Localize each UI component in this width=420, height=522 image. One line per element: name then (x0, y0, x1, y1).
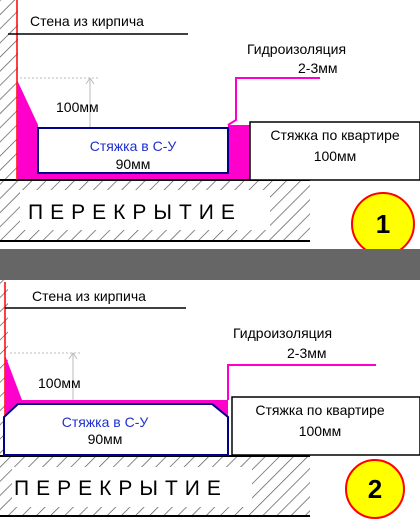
hydro-wall-fillet (17, 80, 38, 173)
hydro-label-2: 2-3мм (287, 345, 326, 361)
hydro-leader (227, 364, 376, 400)
bathroom-screed-label-1: Стяжка в С-У (62, 414, 149, 430)
wall-hatch (0, 0, 18, 180)
dim-label: 100мм (56, 99, 99, 115)
wall-label: Стена из кирпича (32, 288, 146, 304)
flat-screed (249, 121, 420, 181)
hydro-layer (17, 80, 268, 178)
bathroom-screed (3, 403, 229, 456)
flat-screed-label-1: Стяжка по квартире (270, 127, 400, 143)
panel-divider (0, 249, 420, 280)
panel-number: 1 (376, 209, 390, 239)
slab-label: ПЕРЕКРЫТИЕ (28, 201, 242, 224)
dim-label: 100мм (38, 375, 81, 391)
bathroom-screed-label-1: Стяжка в С-У (90, 138, 177, 154)
bathroom-screed-label-2: 90мм (116, 156, 151, 172)
wall-hatch (0, 280, 8, 455)
hydro-label-2: 2-3мм (298, 60, 337, 76)
panel-1: Стена из кирпича Гидроизоляция 2-3мм 100… (0, 0, 420, 256)
hydro-bottom (17, 173, 267, 179)
bathroom-screed-label-2: 90мм (88, 431, 123, 447)
bathroom-screed (37, 127, 229, 174)
panel-2: Стена из кирпича Гидроизоляция 2-3мм 100… (0, 280, 420, 519)
panel-number: 2 (368, 474, 382, 504)
hydro-label-1: Гидроизоляция (233, 325, 332, 341)
slab-label: ПЕРЕКРЫТИЕ (14, 477, 228, 500)
dim-arrow-up (85, 77, 95, 85)
hydro-leader (227, 77, 320, 126)
slab-label-bg (20, 190, 270, 230)
flat-screed-label-2: 100мм (299, 423, 342, 439)
panel-number-badge (345, 459, 405, 519)
flat-screed (231, 396, 420, 456)
slab-label-bg (12, 467, 252, 507)
hydro-label-1: Гидроизоляция (247, 41, 346, 57)
dim-arrow-up (68, 352, 78, 360)
wall-label: Стена из кирпича (30, 13, 144, 29)
flat-screed-label-2: 100мм (314, 148, 357, 164)
flat-screed-label-1: Стяжка по квартире (255, 402, 385, 418)
